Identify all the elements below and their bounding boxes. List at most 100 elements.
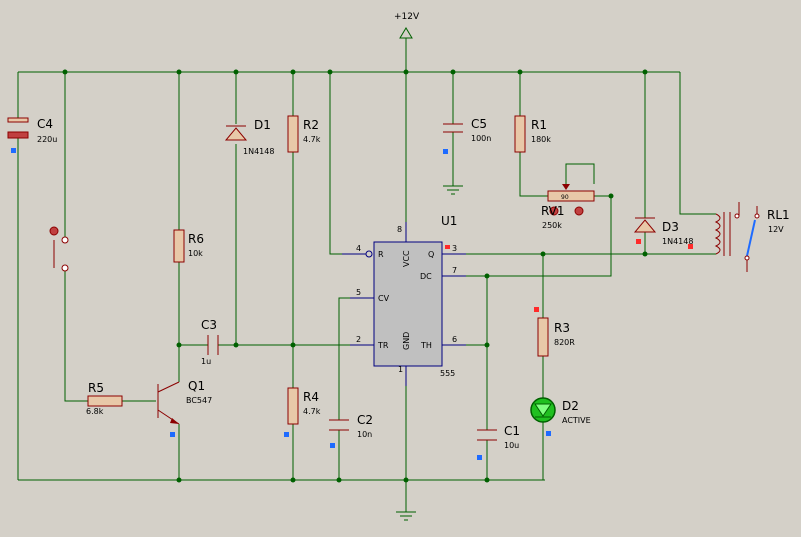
wires [17,38,716,512]
rv1-wiper-wire [565,163,595,184]
switch-actuator-icon[interactable] [49,226,59,236]
u1-value-label: 555 [440,369,455,378]
ground-symbol-main [396,511,416,521]
rv1-setting-label: 90 [561,194,569,201]
switch-to-r5-wire [64,268,88,402]
d2-ref-label: D2 [562,399,579,413]
r4-value-label: 4.7k [303,407,321,416]
pin-number-2: 2 [356,335,361,344]
probe-marker-icon [330,443,335,448]
r4-ref-label: R4 [303,390,319,404]
increase-icon[interactable] [574,206,584,216]
decrease-icon[interactable] [549,206,559,216]
probe-marker-icon [477,455,482,460]
ground-symbol-c5 [443,185,463,195]
pin-name-cv: CV [378,294,390,303]
pin-number-6: 6 [452,335,457,344]
resistor-r3[interactable]: R3 820R [534,307,575,357]
push-button-switch[interactable] [49,226,69,272]
rl1-ref-label: RL1 [767,208,790,222]
c2-value-label: 10n [357,430,372,439]
relay-rl1[interactable]: RL1 12V [688,202,790,272]
rl1-value-label: 12V [768,225,784,234]
r1-value-label: 180k [531,135,551,144]
r1-ref-label: R1 [531,118,547,132]
pin-number-7: 7 [452,266,457,275]
capacitor-c2[interactable]: C2 10n [329,413,373,448]
r3-ref-label: R3 [554,321,570,335]
u1-ref-label: U1 [441,214,457,228]
c4-ref-label: C4 [37,117,53,131]
probe-marker-icon [688,244,693,249]
r3-value-label: 820R [554,338,575,347]
c3-value-label: 1u [201,357,211,366]
capacitor-c1[interactable]: C1 10u [477,424,520,460]
relay-top-wire [679,72,716,215]
c4-value-label: 220u [37,135,57,144]
c2-ref-label: C2 [357,413,373,427]
pin-number-4: 4 [356,244,361,253]
d3-value-label: 1N4148 [662,237,693,246]
probe-marker-icon [546,431,551,436]
pin-number-8: 8 [397,225,402,234]
c3-ref-label: C3 [201,318,217,332]
d1-value-label: 1N4148 [243,147,274,156]
timer-ic-u1[interactable]: R VCC Q DC CV TR GND TH 4 8 3 7 5 2 6 1 … [342,214,466,386]
r5-value-label: 6.8k [86,407,104,416]
probe-marker-icon [284,432,289,437]
d2-value-label: ACTIVE [562,416,591,425]
d1-ref-label: D1 [254,118,271,132]
junctions [62,69,648,483]
r6-value-label: 10k [188,249,203,258]
pin-name-th: TH [420,341,432,350]
pin-name-q: Q [428,250,434,259]
probe-marker-icon [443,149,448,154]
cv-to-c2-wire [338,297,370,420]
d3-ref-label: D3 [662,220,679,234]
transistor-q1[interactable]: Q1 BC547 [157,379,212,437]
reset-wire [329,72,366,255]
potentiometer-rv1[interactable]: 90 RV1 250k [541,184,595,230]
pin-name-tr: TR [377,341,389,350]
power-symbol[interactable]: +12V [394,12,420,39]
r6-ref-label: R6 [188,232,204,246]
pin-number-3: 3 [452,244,457,253]
r2-value-label: 4.7k [303,135,321,144]
probe-marker-icon [445,245,450,249]
diode-d3[interactable]: D3 1N4148 [633,217,693,246]
c1-value-label: 10u [504,441,519,450]
rv1-ref-label: RV1 [541,204,565,218]
diode-d1[interactable]: D1 1N4148 [224,118,274,156]
r2-ref-label: R2 [303,118,319,132]
probe-marker-icon [636,239,641,244]
rv1-value-label: 250k [542,221,562,230]
probe-marker-icon [11,148,16,153]
resistor-r1[interactable]: R1 180k [514,115,551,153]
r1-to-rv1-wire [519,152,548,197]
c1-ref-label: C1 [504,424,520,438]
resistor-r2[interactable]: R2 4.7k [287,115,321,153]
resistor-r4[interactable]: R4 4.7k [284,387,321,437]
c5-ref-label: C5 [471,117,487,131]
pin-name-gnd: GND [402,332,411,350]
pin-number-5: 5 [356,288,361,297]
resistor-r6[interactable]: R6 10k [173,229,204,263]
q1-value-label: BC547 [186,396,212,405]
c5-value-label: 100n [471,134,491,143]
resistor-r5[interactable]: R5 6.8k [86,381,123,416]
r5-ref-label: R5 [88,381,104,395]
led-d2[interactable]: D2 ACTIVE [530,397,591,436]
pin-name-vcc: VCC [402,250,411,267]
capacitor-c3[interactable]: C3 1u [201,318,219,366]
probe-marker-icon [170,432,175,437]
probe-marker-icon [534,307,539,312]
rv1-to-dc-wire [446,195,612,277]
capacitor-c5[interactable]: C5 100n [443,117,491,154]
capacitor-c4[interactable]: C4 220u [7,117,57,153]
power-label: +12V [394,12,420,22]
pin-number-1: 1 [398,365,403,374]
pin-name-r: R [378,250,384,259]
pin-name-dc: DC [420,272,432,281]
